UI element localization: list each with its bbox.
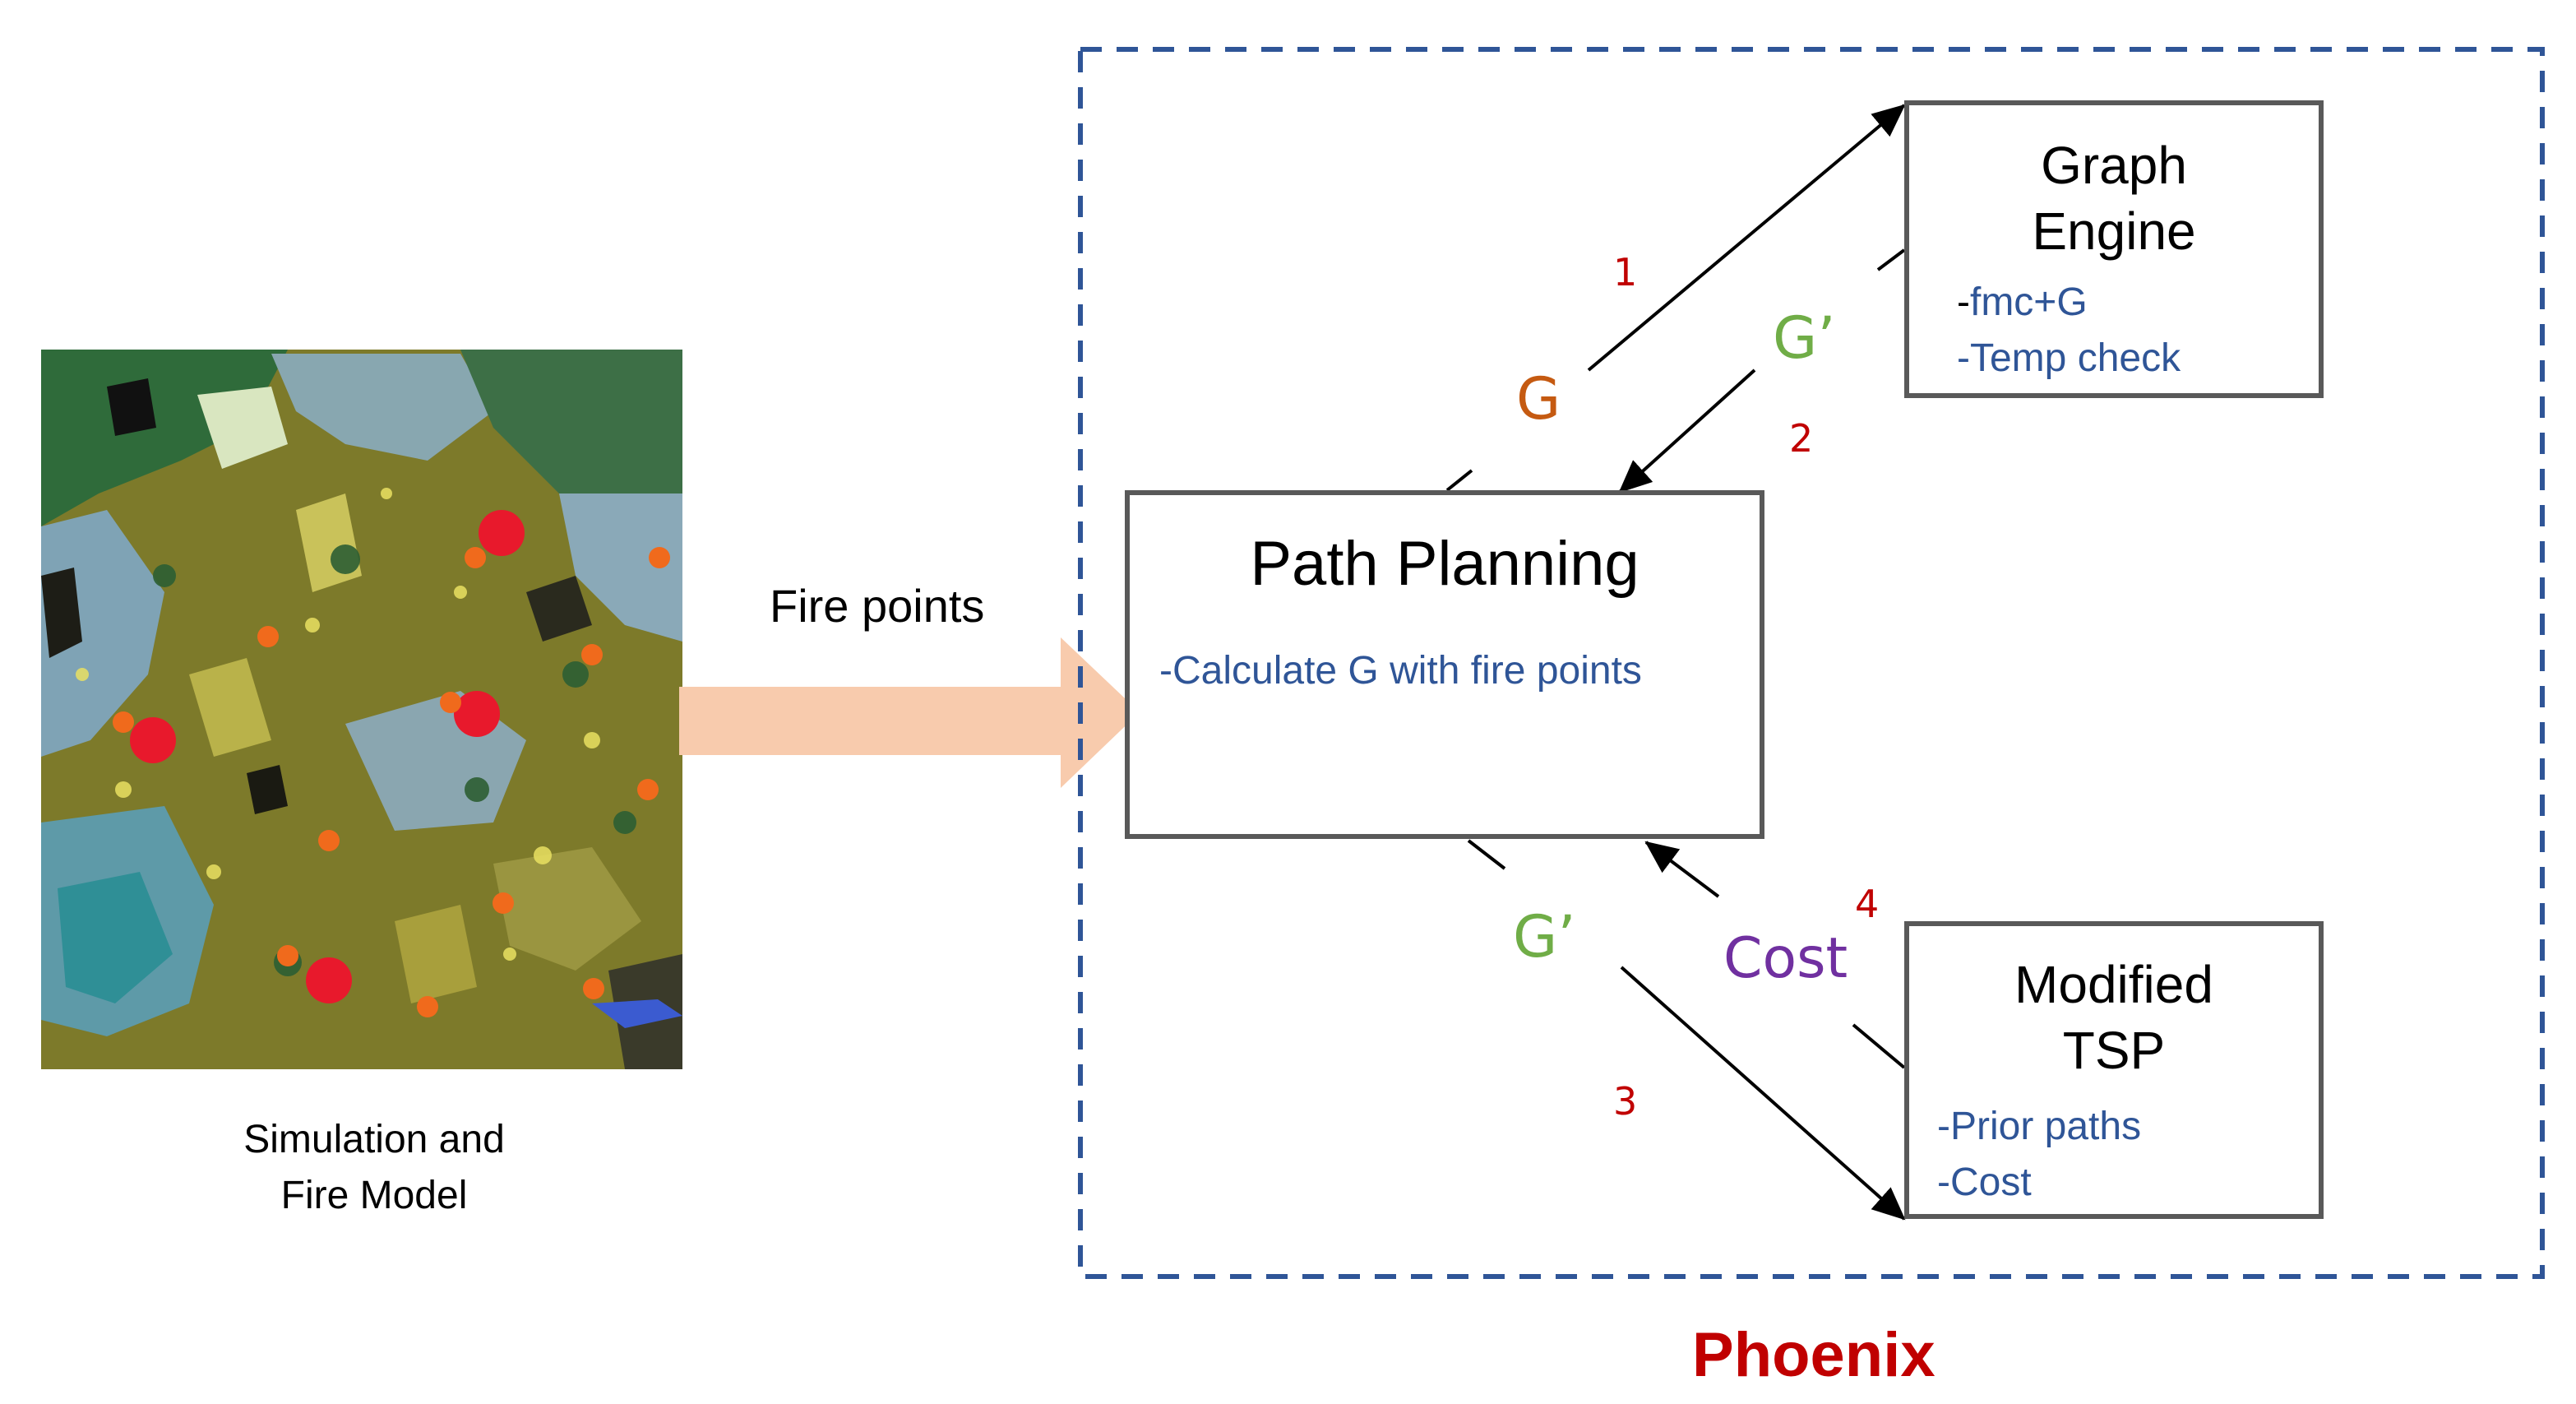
graph-engine-bullet-1-text: fmc+G [1969,280,2088,324]
graph-engine-title-line2: Engine [2032,202,2196,261]
fire-points-arrow [679,637,1140,788]
edge-4-step: 4 [1855,882,1880,926]
modified-tsp-box[interactable]: Modified TSP -Prior paths -Cost [1904,921,2324,1219]
modified-tsp-bullet-2: -Cost [1937,1161,2032,1204]
phoenix-title: Phoenix [1692,1320,1935,1390]
modified-tsp-title-line1: Modified [2014,955,2213,1014]
graph-engine-bullet-1-dash: - [1957,280,1970,324]
graph-engine-bullet-1: -fmc+G [1957,280,2088,325]
fire-point-markers [113,510,670,1017]
edge-4-label: Cost [1723,926,1848,991]
graph-engine-box[interactable]: Graph Engine -fmc+G -Temp check [1904,100,2324,398]
simulation-caption-line1: Simulation and [243,1118,505,1161]
edge-1-arrow [1587,104,1906,372]
fire-points-label: Fire points [770,580,985,632]
edge-2-arrow-upper [1876,248,1906,271]
phoenix-boundary [1078,47,2545,1279]
edge-2-label: G’ [1773,304,1836,372]
edge-4-arrow [1644,841,1720,898]
edge-3-arrow-upper [1467,839,1506,870]
edge-2-arrow [1618,368,1756,493]
edge-1-label: G [1516,365,1561,433]
path-planning-title: Path Planning [1250,529,1639,599]
edge-3-arrow [1620,966,1906,1221]
edge-1-arrow-lower [1445,469,1473,492]
path-planning-bullet: -Calculate G with fire points [1159,649,1642,693]
edge-2-step: 2 [1789,416,1814,461]
path-planning-box[interactable]: Path Planning -Calculate G with fire poi… [1125,490,1764,839]
modified-tsp-title-line2: TSP [2062,1021,2166,1080]
simulation-caption: Simulation and Fire Model [189,1112,559,1224]
edge-3-step: 3 [1613,1079,1638,1124]
graph-engine-title-line1: Graph [2041,136,2187,195]
edge-1-step: 1 [1613,250,1638,294]
graph-engine-bullet-2: -Temp check [1957,336,2181,380]
fire-simulation-map [41,350,682,1069]
edge-3-label: G’ [1513,903,1576,971]
edge-4-arrow-lower [1852,1023,1906,1069]
modified-tsp-bullet-1: -Prior paths [1937,1105,2142,1148]
simulation-caption-line2: Fire Model [280,1174,468,1217]
